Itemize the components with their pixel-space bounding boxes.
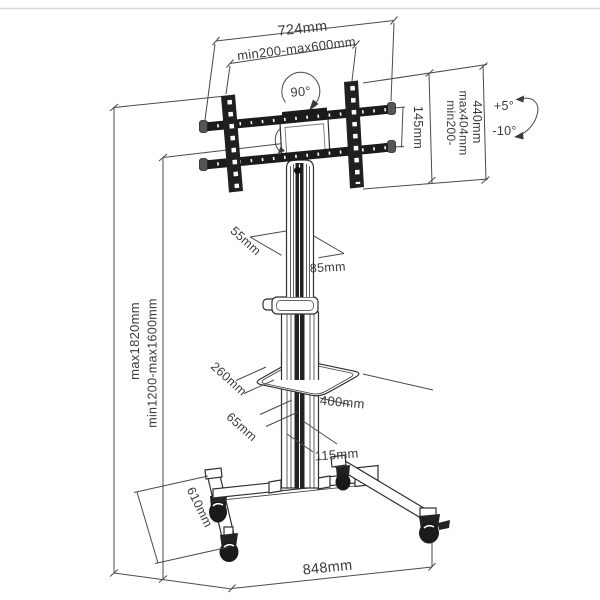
column-base-plate-right — [317, 475, 331, 490]
label-vesa-width-range: min200-max600mm — [236, 34, 356, 63]
label-shelf-width: 400mm — [319, 393, 365, 412]
label-height-range: min1200-max1600mm — [146, 298, 160, 427]
vesa-bar-left — [221, 94, 243, 193]
release-hook-arrow-icon — [278, 146, 285, 154]
rotation-indicator: 90° — [281, 71, 321, 111]
column-base-plate-left — [268, 479, 282, 494]
release-hook — [274, 127, 282, 152]
caster-front-left — [219, 526, 239, 562]
ground-extension-line — [113, 572, 233, 590]
caster-brake-tab — [438, 520, 450, 530]
tilt-arrow-up-icon — [515, 95, 524, 103]
tilt-arc — [517, 97, 539, 137]
vesa-rail-bottom — [199, 140, 396, 171]
tilt-arrow-down-icon — [514, 132, 524, 140]
column-cap-bolt — [294, 167, 301, 174]
dim-top-width: 724mm — [204, 16, 398, 121]
vesa-bar-right — [344, 80, 364, 189]
label-base-width: 848mm — [302, 557, 353, 578]
base-assembly — [204, 454, 450, 562]
dim-shelf-width: 400mm — [319, 373, 434, 412]
rotation-arrow-icon — [309, 99, 319, 111]
caster-front-right — [419, 507, 450, 544]
label-bracket-height: 440mm — [470, 100, 484, 143]
label-lower-column-depth: 65mm — [224, 410, 260, 444]
column-upper — [285, 159, 315, 297]
label-rail-spacing: 145mm — [411, 106, 425, 149]
dim-lower-column-width: 115mm — [286, 420, 359, 464]
base-right-foot-cap — [330, 454, 347, 468]
caster-rear-right — [335, 465, 351, 491]
tv-bracket — [199, 80, 396, 193]
label-max-height: max1820mm — [127, 302, 142, 380]
dim-base-width: 848mm — [228, 542, 436, 593]
dim-height-range: min1200-max1600mm — [146, 143, 284, 583]
dim-rail-spacing: 145mm — [392, 106, 425, 149]
dim-bracket-height: 440mm — [470, 62, 490, 184]
vesa-rail-top — [199, 102, 396, 133]
label-tilt-up: +5° — [494, 99, 514, 113]
label-column-depth: 55mm — [228, 224, 264, 258]
tilt-indicator: +5° -10° — [492, 95, 539, 140]
label-rotation: 90° — [290, 83, 312, 99]
label-lower-column-width: 115mm — [314, 445, 359, 463]
column-through-shelf — [280, 352, 320, 380]
base-left-foot-cap — [204, 467, 223, 480]
column-lower — [280, 311, 320, 489]
dim-vesa-height: min200- max404mm — [362, 64, 489, 190]
label-top-width: 724mm — [277, 18, 328, 39]
height-clamp — [262, 296, 319, 315]
label-column-width: 85mm — [309, 260, 346, 276]
media-shelf — [256, 352, 360, 397]
label-vesa-height-line2: max404mm — [457, 90, 471, 155]
label-tilt-down: -10° — [492, 124, 516, 138]
dim-max-height: max1820mm — [109, 96, 222, 577]
label-vesa-height-line1: min200- — [444, 100, 458, 145]
label-shelf-depth: 260mm — [208, 359, 249, 398]
